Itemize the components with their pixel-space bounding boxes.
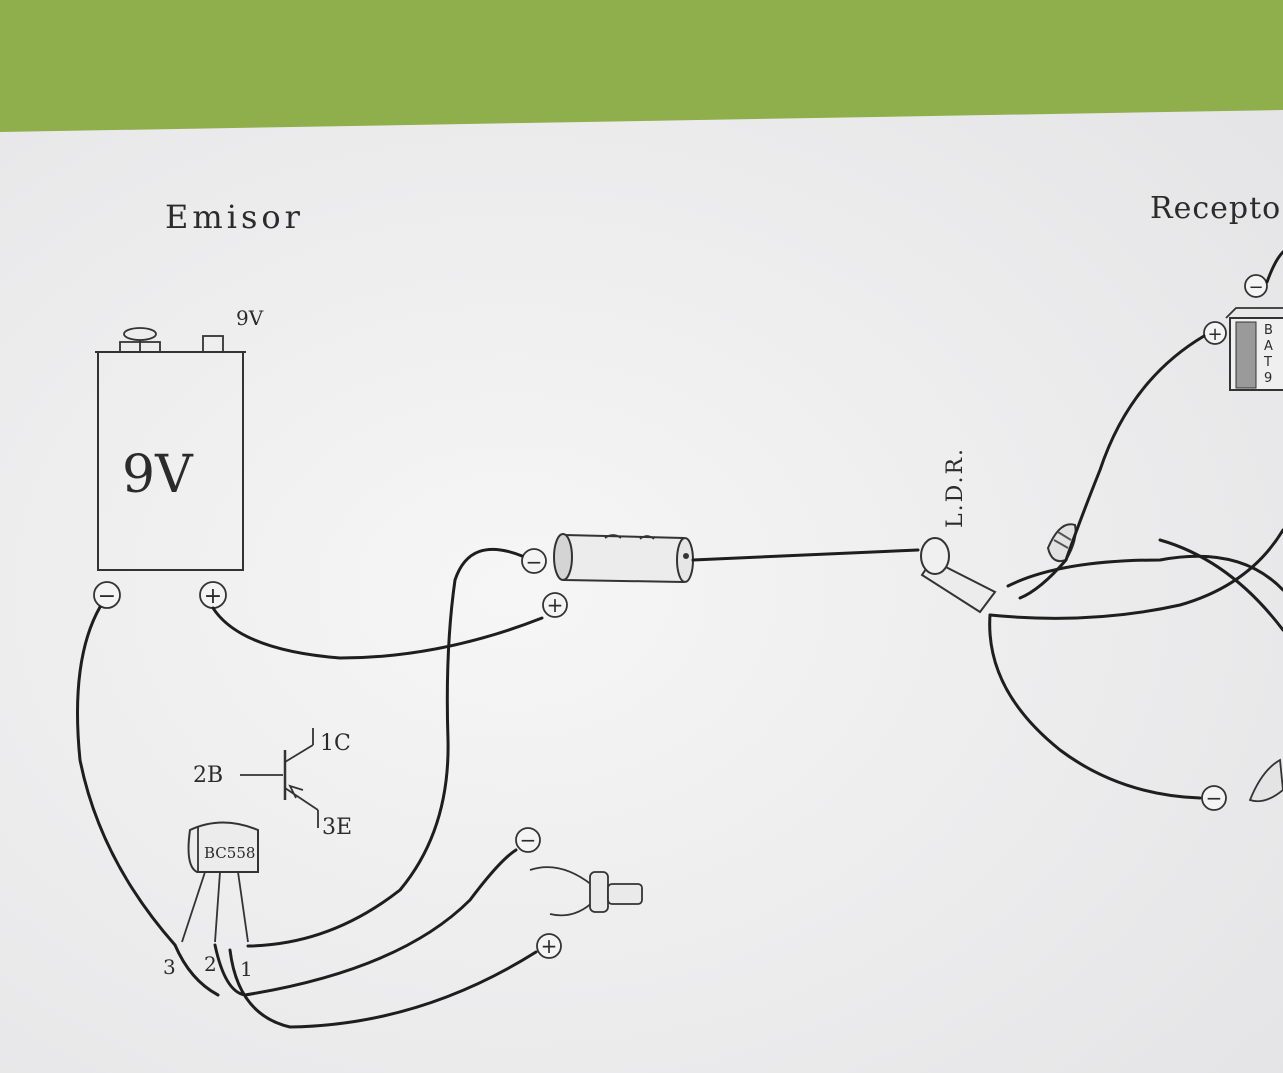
laser-plus-terminal: + xyxy=(542,592,568,618)
svg-text:−: − xyxy=(526,550,543,574)
led-plus-terminal: + xyxy=(536,933,562,959)
receiver-title: Recepto xyxy=(1150,191,1281,226)
wires xyxy=(76,250,1283,1029)
led-connector xyxy=(529,866,643,917)
receiver-battery-letter-a: A xyxy=(1264,339,1273,354)
svg-text:+: + xyxy=(547,593,564,617)
svg-text:+: + xyxy=(1207,324,1222,345)
symbol-base-label: 2B xyxy=(193,763,223,788)
svg-text:−: − xyxy=(1206,786,1223,810)
receiver-output-minus-terminal: − xyxy=(1201,785,1227,811)
ldr-label: L.D.R. xyxy=(943,447,968,528)
emitter-title: Emisor xyxy=(165,198,304,236)
svg-text:+: + xyxy=(541,934,558,958)
battery-plus-terminal: + xyxy=(199,581,227,609)
svg-text:−: − xyxy=(98,584,116,609)
svg-text:+: + xyxy=(204,584,222,609)
receiver-battery-minus-terminal: − xyxy=(1244,274,1268,298)
paper-sheet xyxy=(0,110,1283,1073)
receiver-battery-plus-terminal: + xyxy=(1203,321,1227,345)
ldr-sensor: L.D.R. xyxy=(920,447,997,614)
symbol-collector-label: 1C xyxy=(320,731,351,756)
battery-label: 9V xyxy=(122,445,194,505)
battery-side-label: 9V xyxy=(236,306,264,330)
transistor-pin-2: 2 xyxy=(204,952,217,976)
receiver-battery-letter-t: T xyxy=(1263,355,1272,370)
laser-minus-terminal: − xyxy=(521,548,547,574)
transistor-bc558: BC558 3 2 1 xyxy=(163,821,259,981)
battery-minus-terminal: − xyxy=(93,581,121,609)
transistor-pin-3: 3 xyxy=(163,955,176,979)
symbol-emitter-label: 3E xyxy=(322,815,352,840)
transistor-case-label: BC558 xyxy=(204,844,255,862)
svg-text:−: − xyxy=(1248,277,1263,298)
transistor-pin-1: 1 xyxy=(240,957,253,981)
svg-text:−: − xyxy=(520,828,537,852)
transistor-symbol: 2B 1C 3E xyxy=(193,728,352,840)
led-minus-terminal: − xyxy=(515,827,541,853)
receiver-battery: B A T 9 xyxy=(1225,307,1283,391)
receiver-battery-letter-9: 9 xyxy=(1264,371,1272,386)
receiver-battery-letter-b: B xyxy=(1264,323,1273,338)
laser-module xyxy=(553,533,694,584)
battery-9v: 9V 9V xyxy=(95,306,264,571)
receiver-output-device xyxy=(1248,758,1283,803)
